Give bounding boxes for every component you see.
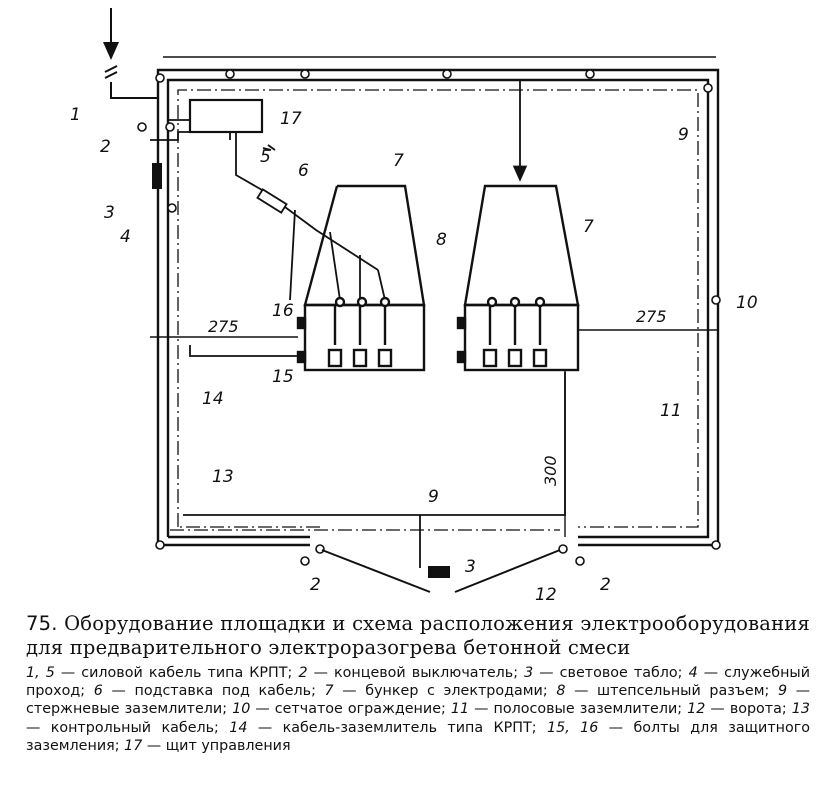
- figure-legend: 1, 5 — силовой кабель типа КРПТ; 2 — кон…: [26, 664, 810, 755]
- legend-item: 6 — подставка под кабель;: [93, 683, 316, 700]
- figure-title: 75. Оборудование площадки и схема распол…: [26, 612, 810, 660]
- cable-stand: [256, 188, 288, 214]
- hopper-left: [296, 184, 426, 372]
- legend-item: 9 — стержневые заземлители;: [26, 683, 811, 718]
- control-panel: [188, 98, 264, 134]
- label-2-top: 2: [100, 137, 111, 157]
- legend-item: 13 — контрольный кабель;: [26, 701, 810, 736]
- label-12: 12: [535, 585, 557, 600]
- label-8: 8: [436, 230, 447, 250]
- label-4: 4: [120, 227, 131, 247]
- label-2-bottom-left: 2: [310, 575, 321, 595]
- legend-item: 3 — световое табло;: [524, 665, 683, 681]
- signal-board-left: [152, 163, 162, 189]
- legend-item: 11 — полосовые заземлители;: [450, 701, 683, 718]
- legend-item: 12 — ворота;: [687, 701, 787, 718]
- label-15: 15: [272, 367, 294, 387]
- label-7-left: 7: [393, 151, 404, 171]
- figure-caption: 75. Оборудование площадки и схема распол…: [26, 612, 810, 755]
- site-fence: [156, 68, 720, 547]
- legend-item: 4 — служебный проход;: [26, 665, 811, 700]
- gates: [321, 549, 561, 593]
- label-2-bottom-right: 2: [600, 575, 611, 595]
- hopper-right: [456, 184, 580, 372]
- legend-item: 7 — бункер с электродами;: [324, 683, 548, 700]
- label-1: 1: [70, 105, 81, 125]
- control-cable: [183, 345, 566, 568]
- label-17: 17: [280, 109, 302, 129]
- label-11: 11: [660, 401, 682, 421]
- label-9-bottom: 9: [428, 487, 439, 507]
- signal-board-bottom: [428, 566, 450, 578]
- label-5: 5: [260, 147, 271, 167]
- label-7-right: 7: [583, 217, 594, 237]
- label-13: 13: [212, 467, 234, 487]
- incoming-power-cable: [103, 8, 158, 99]
- label-16: 16: [272, 301, 294, 321]
- legend-item: 8 — штепсельный разъем;: [556, 683, 770, 700]
- figure-number: 75.: [26, 612, 58, 635]
- figure-title-text: Оборудование площадки и схема расположен…: [26, 612, 810, 659]
- legend-item: 1, 5 — силовой кабель типа КРПТ;: [26, 665, 293, 681]
- legend-item: 10 — сетчатое ограждение;: [232, 701, 446, 718]
- ground-rods: [137, 69, 721, 566]
- label-10: 10: [736, 293, 758, 313]
- strip-grounding-line: [170, 89, 699, 531]
- label-14: 14: [202, 389, 224, 409]
- label-3-bottom: 3: [465, 557, 476, 577]
- legend-item: 14 — кабель-заземлитель типа КРПТ;: [229, 719, 537, 736]
- dimension-300: 300: [541, 455, 560, 486]
- dimension-275-right: 275: [636, 307, 667, 326]
- legend-item: 2 — концевой выключатель;: [298, 665, 519, 681]
- dimension-275-left: 275: [208, 317, 239, 336]
- legend-item: 17 — щит управления: [124, 737, 291, 754]
- label-9-top: 9: [678, 125, 689, 145]
- label-6: 6: [298, 161, 309, 181]
- label-3-left: 3: [104, 203, 115, 223]
- legend-item: 15, 16 — болты для защитного заземления;: [26, 719, 811, 754]
- equipment-layout-diagram: 1 2 2 2 3 3 4 5 6 7 7 8 9 9 10 11 12 13 …: [70, 8, 758, 600]
